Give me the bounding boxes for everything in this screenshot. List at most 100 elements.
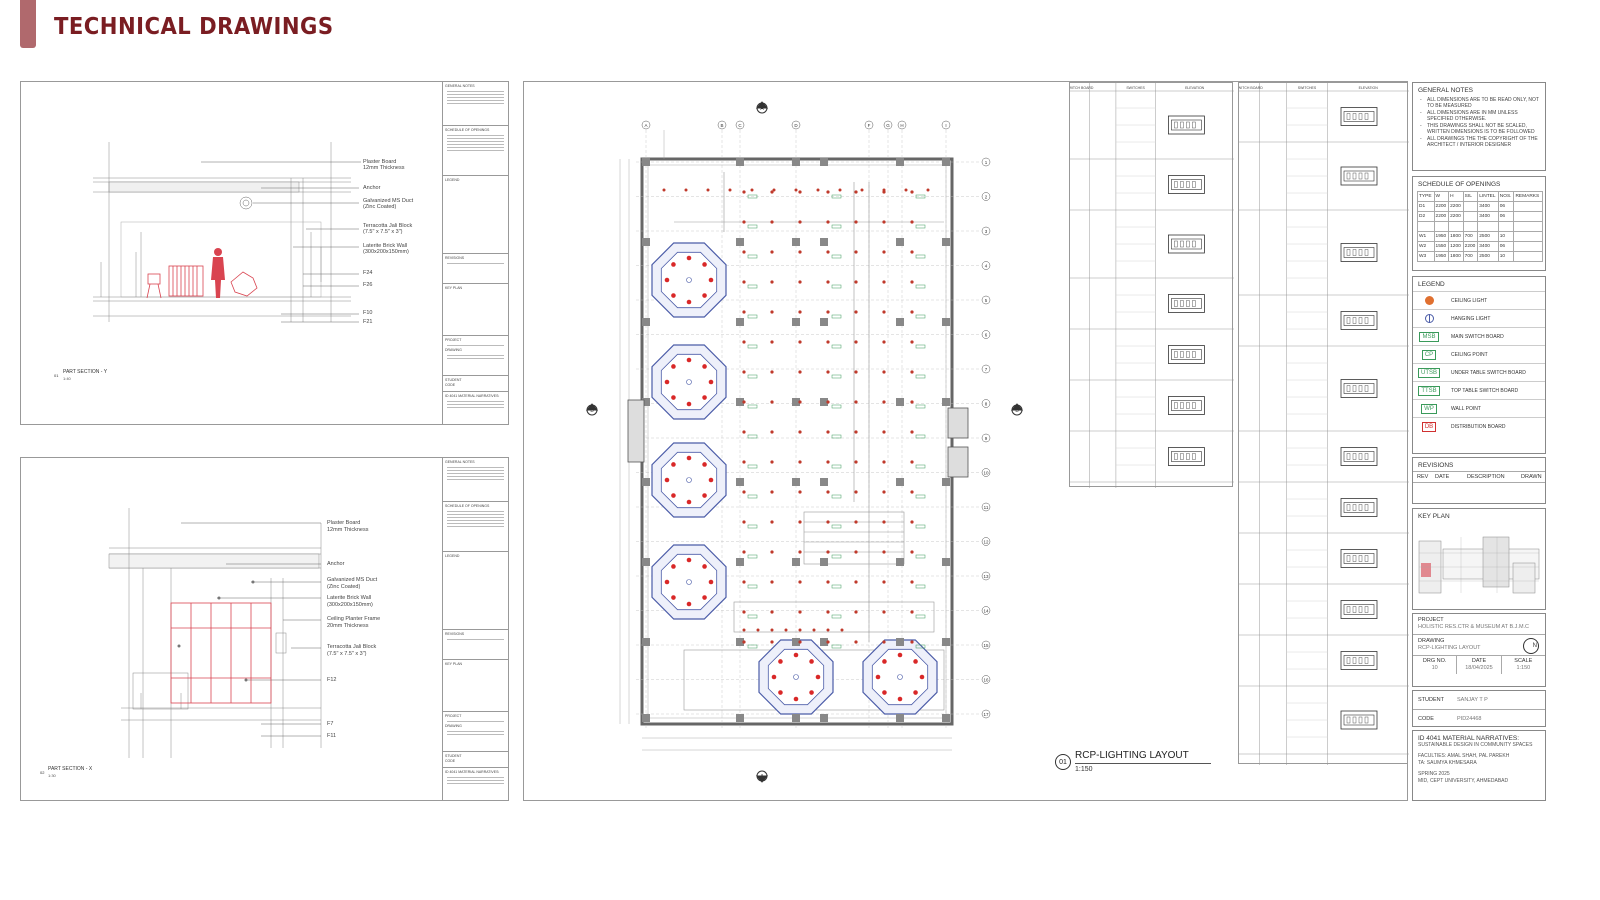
grid-col-label: H: [900, 123, 903, 128]
pod-light: [809, 659, 814, 664]
switch-board-tag: [831, 314, 842, 319]
ceiling-light: [770, 550, 774, 554]
section-marker-b-right: [1010, 403, 1024, 416]
ceiling-light: [826, 220, 830, 224]
ceiling-light: [854, 430, 858, 434]
ceiling-light-icon: [1424, 296, 1434, 305]
switch-board-tag: [831, 464, 842, 469]
callout-x-11: F12: [327, 677, 337, 683]
course-panel: ID 4041 MATERIAL NARRATIVES: SUSTAINABLE…: [1412, 730, 1546, 801]
structural-column: [642, 318, 650, 326]
structural-column: [792, 478, 800, 486]
structural-column: [896, 638, 904, 646]
ceiling-light: [812, 628, 816, 632]
openings-col-w: W: [1433, 191, 1450, 202]
pod-light: [919, 674, 925, 680]
ceiling-light: [882, 610, 886, 614]
switch-table-header: SWITCH BOARD: [1239, 86, 1263, 90]
utsb-symbol: UTSB: [1417, 367, 1440, 378]
sheet-section-x: Plaster Board 12mm Thickness Anchor Galv…: [20, 457, 509, 801]
grid-col-label: D: [794, 123, 798, 128]
switch-board-tag: [915, 464, 926, 469]
pod-light: [793, 652, 799, 658]
pod-light: [686, 557, 692, 563]
ceiling-light: [750, 188, 754, 192]
pod-light: [664, 277, 670, 283]
course-title: ID 4041 MATERIAL NARRATIVES:: [1418, 735, 1520, 742]
ceiling-light: [854, 520, 858, 524]
legend-item-ceiling-light: CEILING LIGHT: [1413, 291, 1545, 309]
grid-col-label: A: [644, 123, 647, 128]
ceiling-light: [882, 460, 886, 464]
north-arrow-icon: N: [1523, 638, 1539, 654]
ceiling-light: [798, 628, 802, 632]
ceiling-light: [770, 280, 774, 284]
ceiling-light: [798, 610, 802, 614]
title-block-small-1: GENERAL NOTES SCHEDULE OF OPENINGS LEGEN…: [442, 82, 508, 424]
north-label: N: [1532, 642, 1537, 649]
structural-column: [736, 398, 744, 406]
ceiling-light: [854, 640, 858, 644]
drawing-info: DRAWING RCP-LIGHTING LAYOUT N: [1413, 634, 1545, 655]
structural-column: [792, 714, 800, 722]
callout-x-4: (Zinc Coated): [327, 584, 361, 590]
switch-board-tag: [915, 284, 926, 289]
pod-light: [686, 255, 692, 261]
structural-column: [820, 714, 828, 722]
hanging-light-icon: [686, 477, 692, 483]
callout-y-5: Terracotta Jali Block: [363, 223, 413, 229]
switch-board-tag: [831, 524, 842, 529]
callout-y-7: Laterite Brick Wall: [363, 243, 408, 249]
switch-board-tag: [915, 434, 926, 439]
pod-light: [671, 493, 676, 498]
section-marker-a-bottom: [755, 770, 769, 783]
grid-row-label: 1: [985, 160, 988, 165]
structural-column: [792, 318, 800, 326]
pod-light: [702, 364, 707, 369]
ceiling-light: [794, 188, 798, 192]
ceiling-light: [742, 250, 746, 254]
callout-y-9: F24: [363, 270, 373, 276]
grid-row-label: 7: [985, 367, 988, 372]
switch-table-header: ELEVATION: [1359, 86, 1379, 90]
course-faculty: FACULTIES: AMAL SHAH, PAL PAREKH: [1418, 753, 1510, 759]
project-info: PROJECT HOLISTIC RES.CTR & MUSEUM AT B.J…: [1413, 614, 1545, 634]
openings-col-h: H: [1448, 191, 1464, 202]
switch-board-tag: [831, 494, 842, 499]
structural-column: [896, 398, 904, 406]
pod-light: [686, 299, 692, 305]
ceiling-light: [826, 250, 830, 254]
structural-column: [896, 238, 904, 246]
structural-column: [642, 398, 650, 406]
switch-board-tag: [747, 434, 758, 439]
structural-column: [642, 478, 650, 486]
switch-board-tag: [915, 494, 926, 499]
ceiling-light: [882, 250, 886, 254]
switch-table-header: SWITCHES: [1126, 86, 1145, 90]
switch-board-tag: [831, 434, 842, 439]
rev-col-description: DESCRIPTION: [1467, 474, 1505, 480]
grid-row-bubble: [981, 571, 991, 581]
msb-symbol: MSB: [1419, 331, 1439, 342]
hanging-light-icon: [1424, 314, 1434, 323]
pod-light: [793, 696, 799, 702]
octagon-pod-inner: [871, 648, 929, 706]
octagon-pod-inner: [660, 353, 718, 411]
project-value: HOLISTIC RES.CTR & MUSEUM AT B.J.M.C: [1418, 624, 1530, 630]
switch-board-tag: [747, 374, 758, 379]
section-x-label: PART SECTION - X: [48, 766, 93, 772]
structural-column: [820, 398, 828, 406]
ceiling-light: [742, 220, 746, 224]
pod-light: [686, 401, 692, 407]
ceiling-light: [770, 490, 774, 494]
ceiling-light: [770, 370, 774, 374]
section-marker-b-left: [585, 403, 599, 416]
section-y-number: 01: [54, 373, 59, 378]
ceiling-light: [770, 430, 774, 434]
